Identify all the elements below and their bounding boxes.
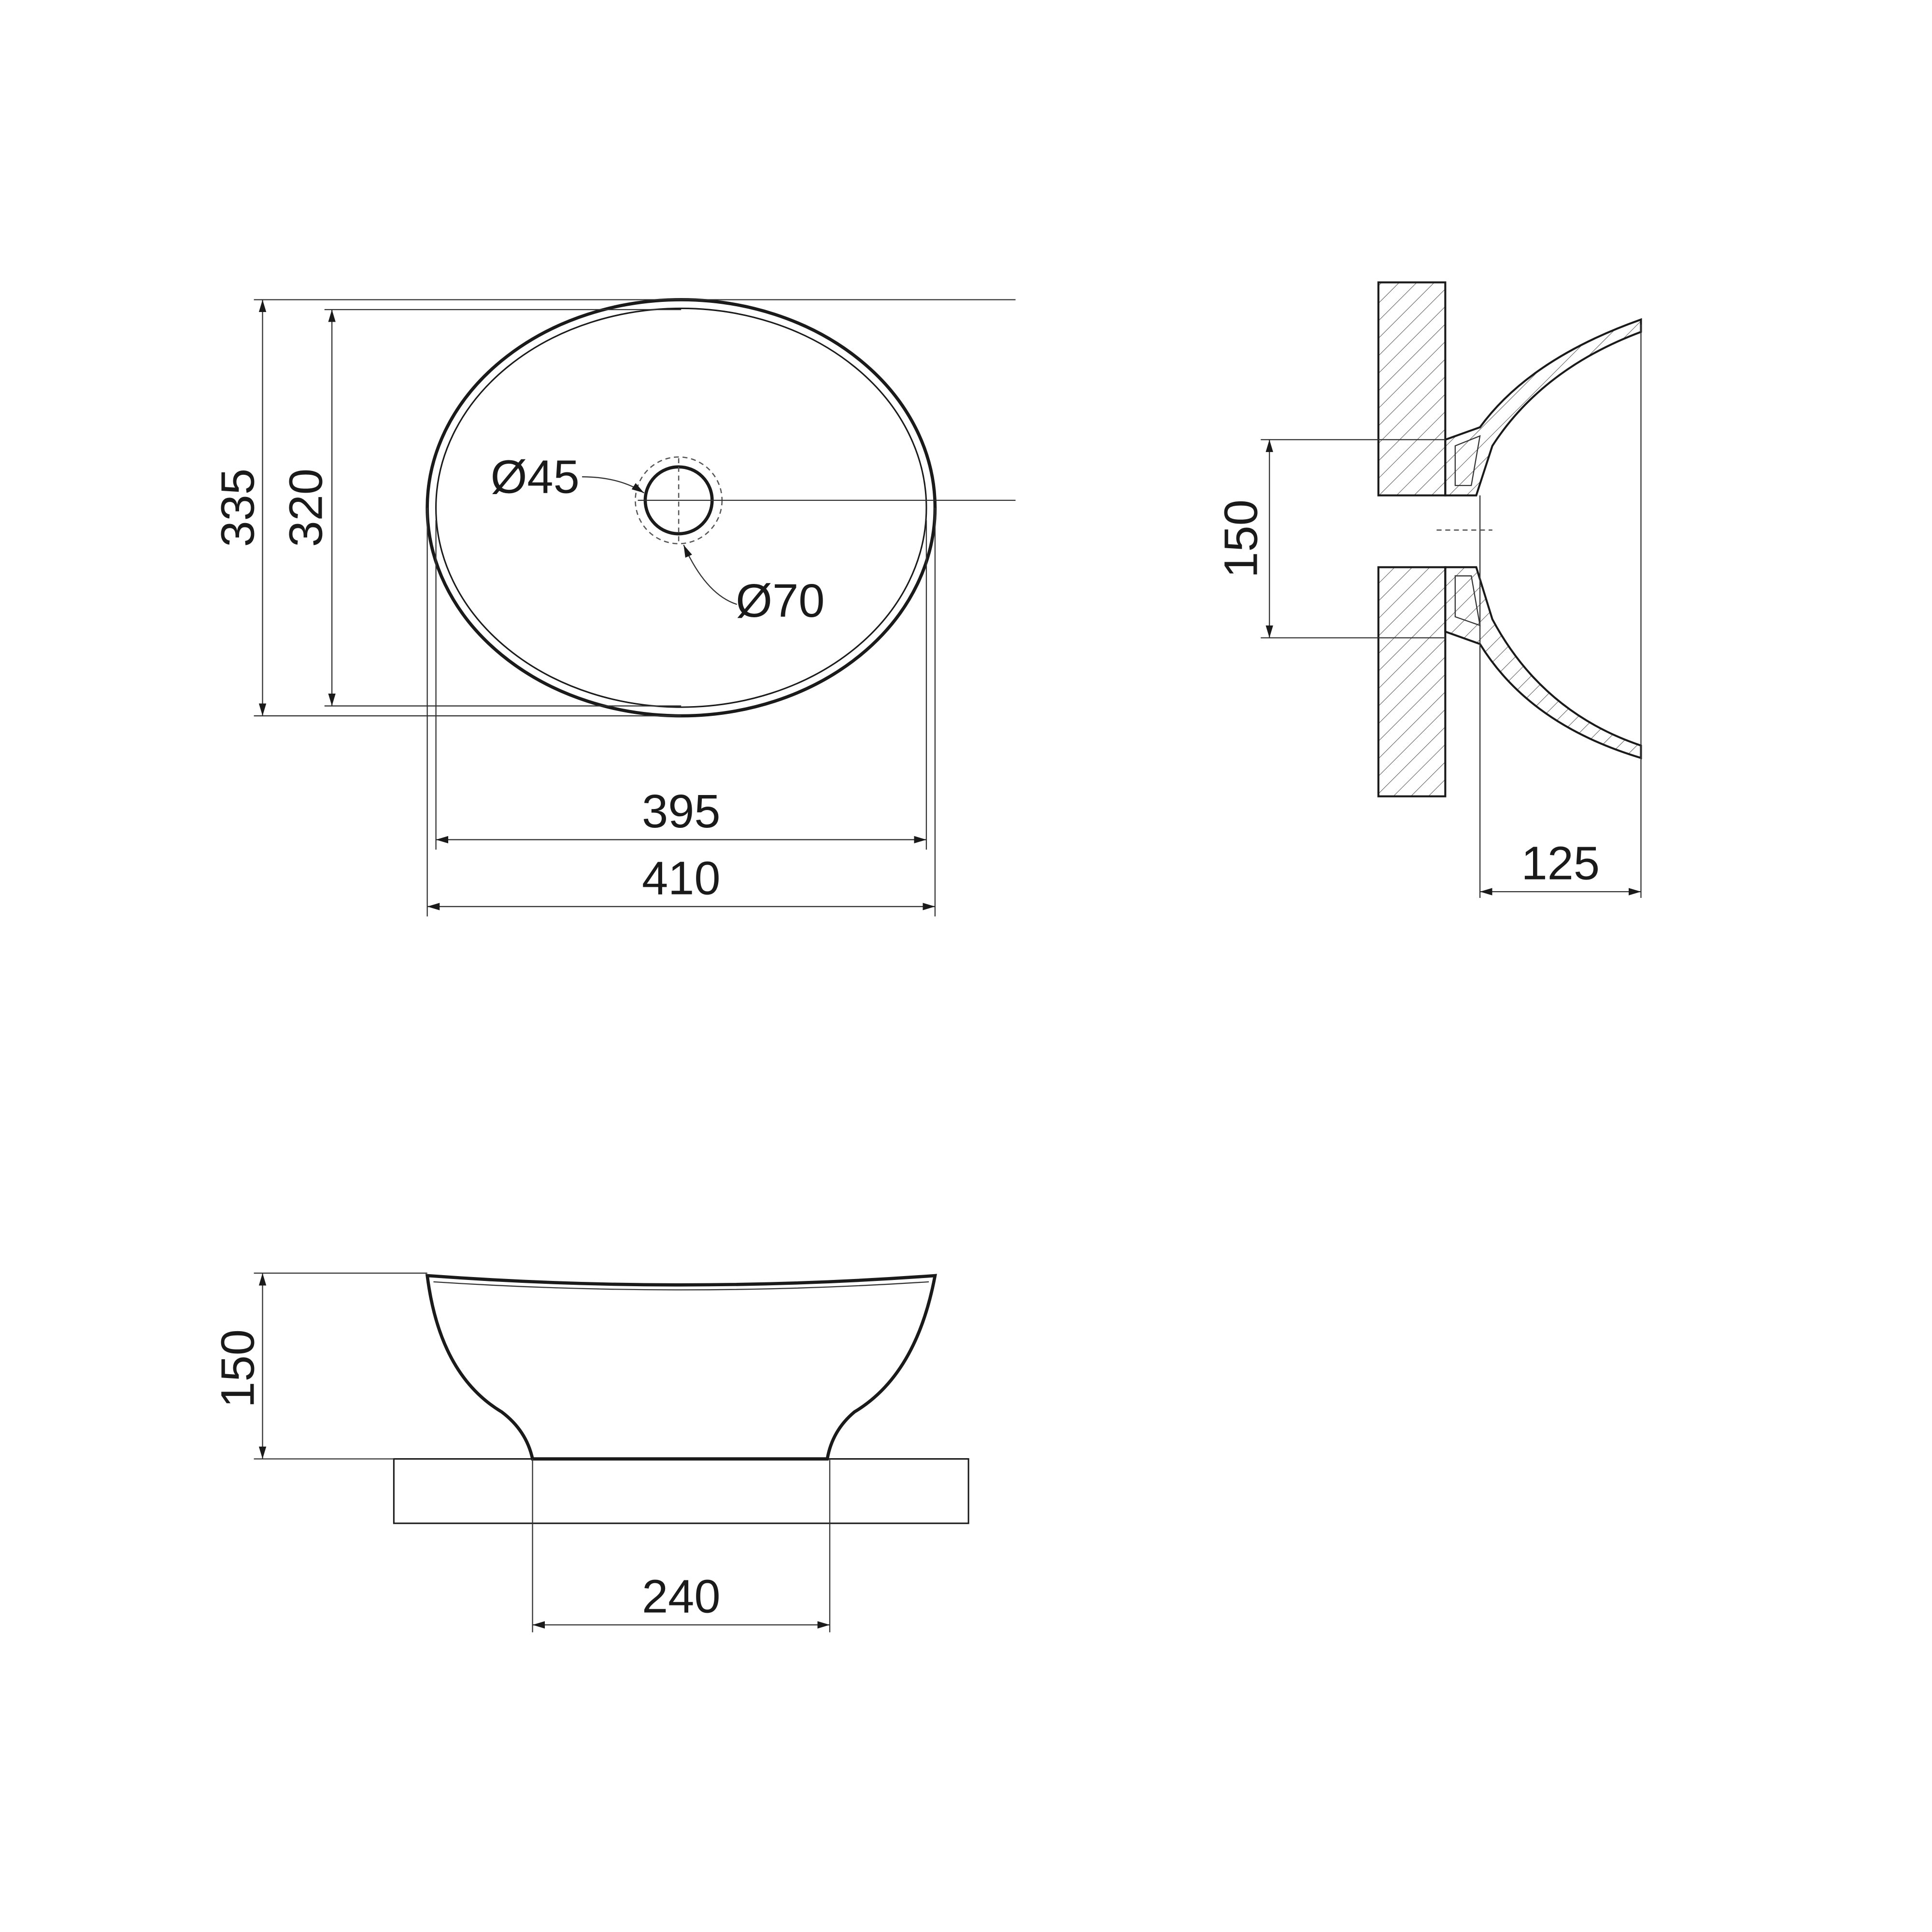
leader-line-45	[582, 476, 644, 494]
dim-label-395: 395	[642, 785, 721, 838]
dim-label-drain-70: Ø70	[736, 574, 824, 627]
dim-label-drain-45: Ø45	[491, 451, 580, 503]
dim-label-335: 335	[212, 469, 264, 547]
wall-section-upper	[1377, 281, 1447, 497]
dim-label-240: 240	[642, 1570, 721, 1622]
basin-rim-inner	[433, 1281, 929, 1291]
overflow-channel-upper	[1454, 435, 1481, 486]
basin-outer-rim	[426, 298, 937, 718]
dim-label-410: 410	[642, 852, 721, 904]
dim-label-125: 125	[1521, 837, 1600, 890]
dim-label-150-front: 150	[212, 1329, 264, 1408]
wall-section-lower	[1377, 566, 1447, 797]
countertop	[393, 1458, 969, 1524]
dim-label-320: 320	[280, 469, 332, 547]
leader-line-70	[683, 544, 737, 605]
top-view: 335 320 395 410 Ø45 Ø70	[212, 298, 1016, 917]
front-view: 150 240	[212, 1272, 969, 1633]
dim-label-150-side: 150	[1215, 499, 1267, 578]
side-view: 150 125	[1215, 281, 1642, 898]
basin-inner-rim	[435, 307, 927, 708]
basin-profile	[425, 1274, 937, 1461]
